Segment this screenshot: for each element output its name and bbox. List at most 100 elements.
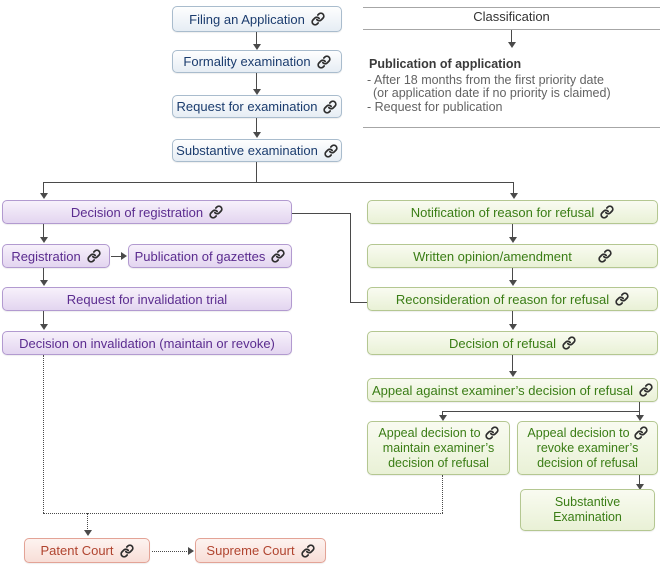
connector-formality-request (256, 73, 257, 90)
appeal-revoke-line3: decision of refusal (537, 455, 638, 470)
request-examination-label: Request for examination (176, 99, 318, 114)
link-icon (639, 383, 653, 397)
link-icon (87, 249, 101, 263)
connector-appeal-revoke (639, 411, 640, 416)
connector-registration (43, 224, 44, 238)
connector-substantive-reexam (639, 475, 640, 485)
panel-rule-mid (363, 29, 660, 30)
arrowhead-down-icon (510, 193, 518, 199)
appeal-revoke-box[interactable]: Appeal decision to revoke examiner’s dec… (517, 421, 658, 475)
patent-court-label: Patent Court (40, 543, 114, 558)
connector-appeal-maintain (442, 411, 443, 416)
link-icon (119, 543, 134, 558)
link-icon (484, 426, 499, 440)
invalidation-trial-label: Request for invalidation trial (66, 291, 228, 307)
dotted-connector-patent-court (87, 513, 88, 531)
connector-branch-right (513, 182, 514, 194)
publication-gazettes-label: Publication of gazettes (134, 248, 266, 264)
panel-rule-top (363, 7, 660, 8)
appeal-maintain-line1: Appeal decision to (378, 425, 481, 440)
filing-application-label: Filing an Application (189, 11, 305, 27)
invalidation-trial-box: Request for invalidation trial (2, 287, 292, 311)
arrowhead-down-icon (84, 530, 92, 536)
publication-gazettes-box[interactable]: Publication of gazettes (128, 244, 292, 268)
supreme-court-box[interactable]: Supreme Court (195, 538, 326, 563)
appeal-maintain-line3: decision of refusal (388, 455, 489, 470)
arrowhead-right-icon (121, 252, 127, 260)
notification-refusal-label: Notification of reason for refusal (410, 204, 595, 220)
reconsideration-label: Reconsideration of reason for refusal (395, 291, 610, 307)
publication-bullet-1: - After 18 months from the first priorit… (367, 73, 604, 87)
arrowhead-down-icon (509, 237, 517, 243)
connector-reconsideration (512, 268, 513, 281)
arrowhead-down-icon (439, 415, 447, 421)
connector-reg-recon-h2 (350, 302, 367, 303)
link-icon (324, 143, 338, 158)
appeal-revoke-line2: revoke examiner’s (536, 440, 639, 455)
arrowhead-down-icon (636, 484, 644, 490)
arrowhead-down-icon (40, 237, 48, 243)
connector-classification (511, 30, 512, 43)
link-icon (316, 54, 331, 69)
request-examination-box[interactable]: Request for examination (172, 95, 342, 118)
link-icon (323, 99, 338, 114)
arrowhead-down-icon (253, 89, 261, 95)
link-icon (600, 205, 614, 219)
reconsideration-box[interactable]: Reconsideration of reason for refusal (367, 287, 658, 311)
appeal-revoke-line1: Appeal decision to (527, 425, 630, 440)
registration-label: Registration (11, 248, 81, 264)
dotted-connector-invalidation-court (43, 355, 44, 513)
connector-decision-refusal (512, 311, 513, 326)
substantive-reexamination-line2: Examination (553, 510, 622, 524)
arrowhead-down-icon (636, 415, 644, 421)
patent-court-box[interactable]: Patent Court (24, 538, 150, 563)
decision-registration-box[interactable]: Decision of registration (2, 200, 292, 224)
supreme-court-label: Supreme Court (206, 543, 295, 558)
link-icon (311, 12, 325, 26)
decision-registration-label: Decision of registration (70, 204, 204, 220)
dotted-connector-supreme-court (152, 551, 189, 552)
link-icon (633, 426, 648, 440)
arrowhead-down-icon (40, 280, 48, 286)
written-opinion-box[interactable]: Written opinion/amendment (367, 244, 658, 268)
connector-decision-invalidation (43, 311, 44, 326)
link-icon (598, 249, 612, 263)
publication-heading: Publication of application (369, 57, 522, 71)
notification-refusal-box[interactable]: Notification of reason for refusal (367, 200, 658, 224)
appeal-maintain-line2: maintain examiner’s (382, 440, 495, 455)
substantive-reexamination-box: Substantive Examination (520, 489, 655, 531)
decision-refusal-box[interactable]: Decision of refusal (367, 331, 658, 355)
arrowhead-right-icon (188, 547, 194, 555)
filing-application-box[interactable]: Filing an Application (172, 6, 342, 32)
dotted-connector-maintain-court (442, 475, 443, 513)
connector-appeal-against (512, 355, 513, 372)
publication-bullet-1b: (or application date if no priority is c… (373, 86, 611, 100)
arrowhead-down-icon (40, 324, 48, 330)
publication-bullet-2: - Request for publication (367, 100, 503, 114)
arrowhead-down-icon (253, 44, 261, 50)
classification-title: Classification (473, 9, 550, 24)
arrowhead-down-icon (509, 324, 517, 330)
appeal-against-box[interactable]: Appeal against examiner’s decision of re… (367, 378, 658, 402)
connector-written-opinion (512, 224, 513, 238)
arrowhead-down-icon (508, 42, 516, 48)
panel-rule-bottom (363, 127, 660, 128)
substantive-examination-box[interactable]: Substantive examination (172, 139, 342, 162)
link-icon (562, 336, 576, 350)
connector-reg-recon-h1 (292, 213, 350, 214)
connector-reg-recon-v (350, 213, 351, 302)
arrowhead-down-icon (40, 193, 48, 199)
connector-branch-bar (43, 182, 514, 183)
connector-filing-formality (256, 32, 257, 45)
appeal-maintain-box[interactable]: Appeal decision to maintain examiner’s d… (367, 421, 510, 475)
arrowhead-down-icon (509, 280, 517, 286)
decision-invalidation-box: Decision on invalidation (maintain or re… (2, 331, 292, 355)
link-icon (271, 249, 286, 263)
formality-examination-box[interactable]: Formality examination (172, 50, 342, 73)
dotted-connector-court-bar (43, 513, 443, 514)
link-icon (615, 292, 629, 306)
registration-box[interactable]: Registration (2, 244, 110, 268)
connector-gazettes (111, 256, 121, 257)
formality-examination-label: Formality examination (183, 54, 311, 69)
